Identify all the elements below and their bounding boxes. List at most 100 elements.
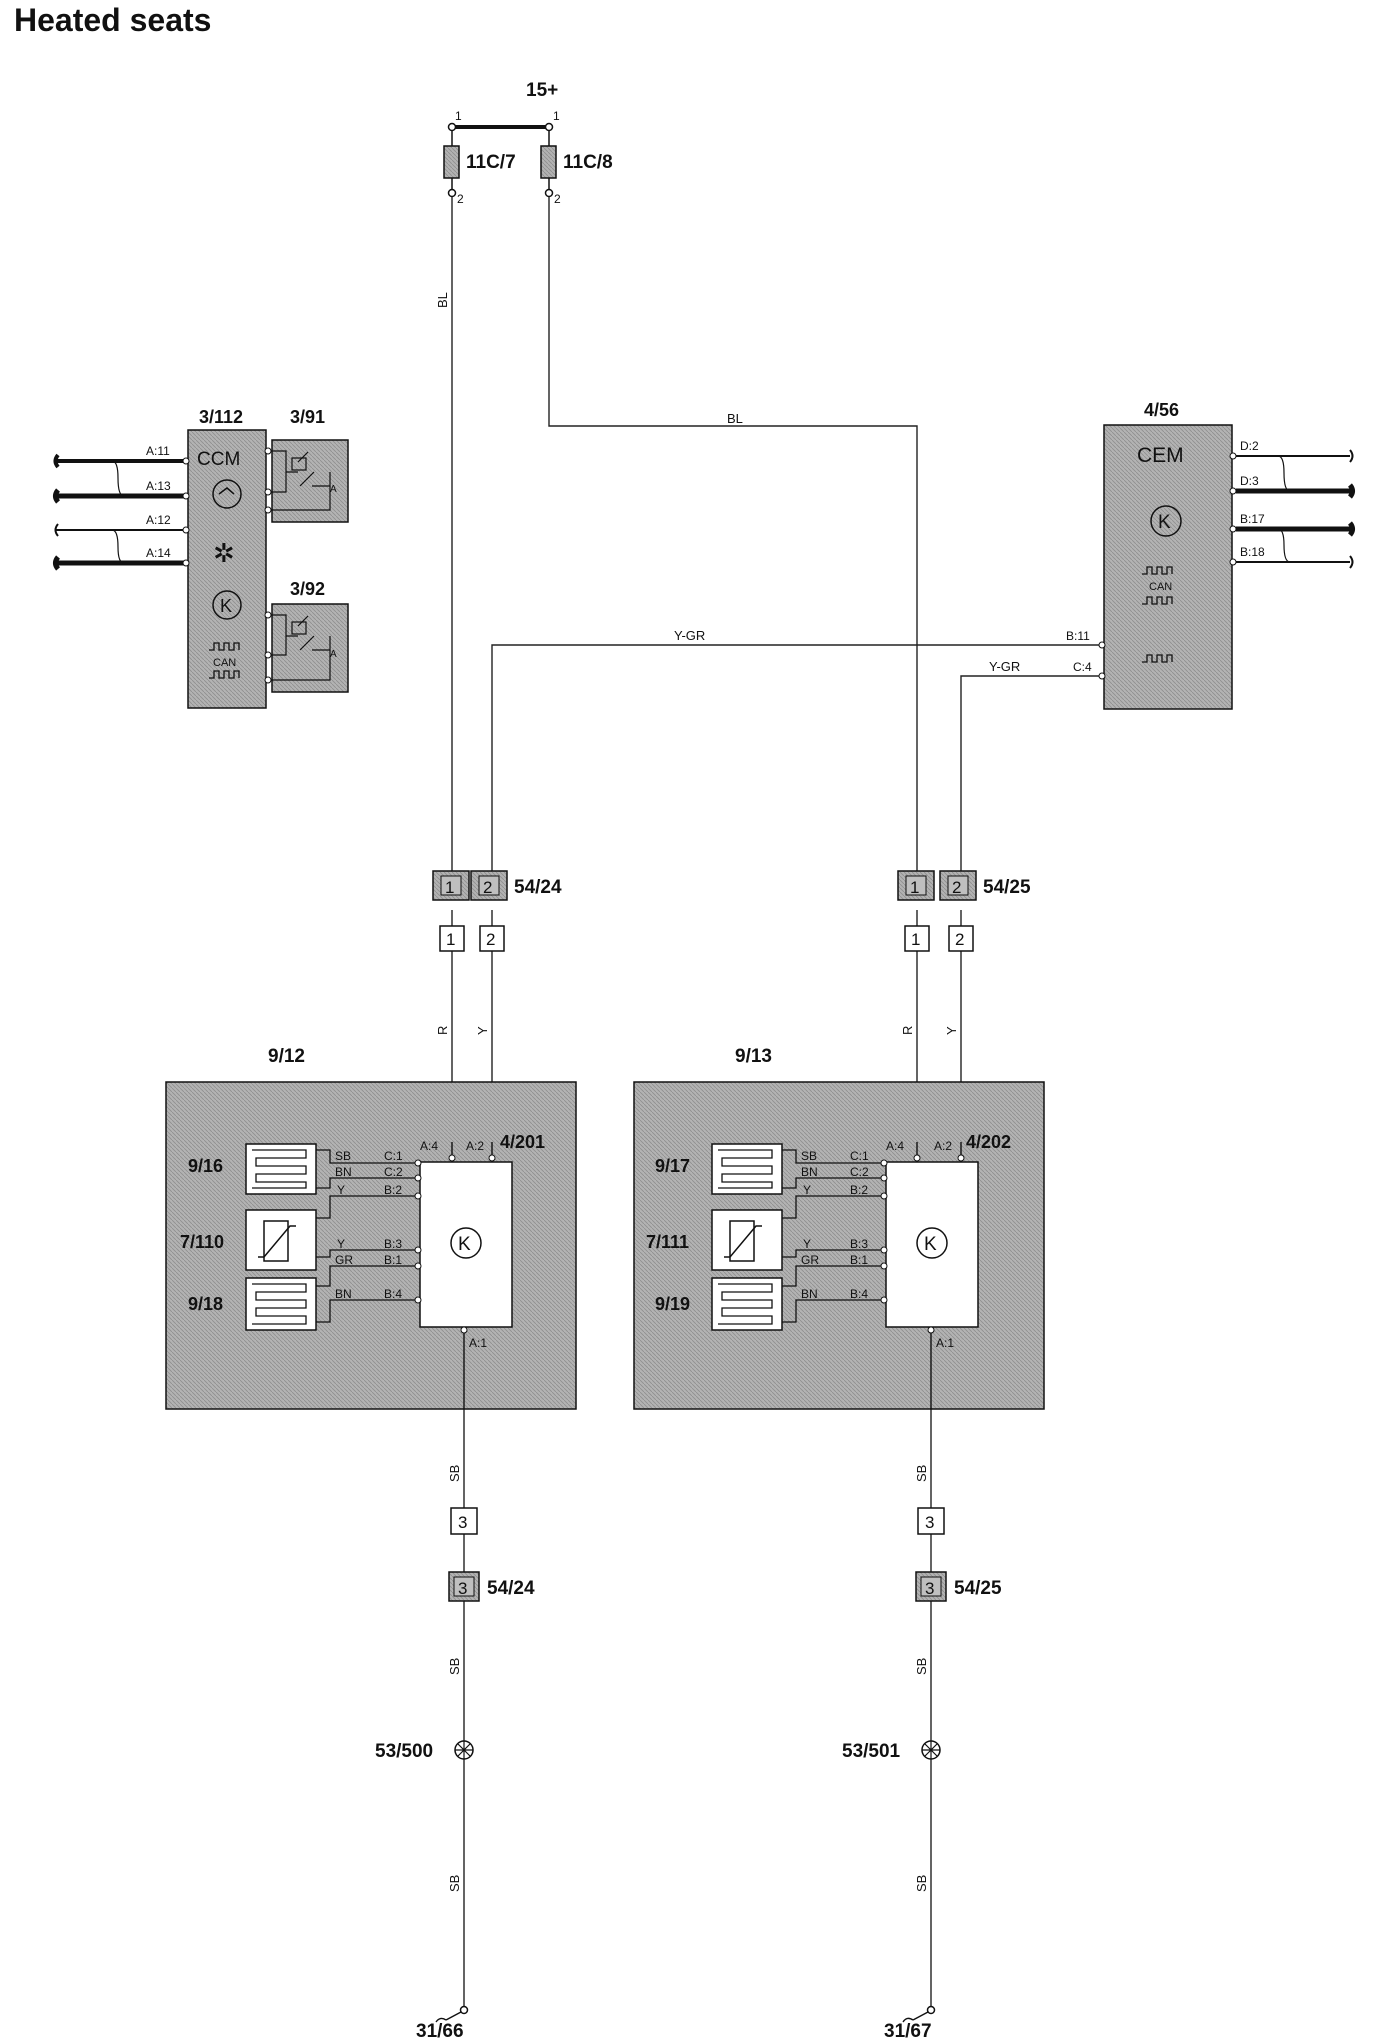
- seat-left-pin-a2: A:2: [466, 1139, 484, 1153]
- can-bus-icon: [1142, 566, 1173, 663]
- ccm-id: 3/112: [199, 407, 243, 427]
- wire-label-sb-left-3: SB: [447, 1875, 462, 1892]
- seat-right-wire-b3: [782, 1249, 884, 1258]
- seat-right-wire-b4: [782, 1299, 884, 1323]
- seat-left-wire-label-sb: SB: [335, 1149, 351, 1163]
- fuse-left-pin2-dot: [447, 188, 457, 198]
- wire-label-r-right: R: [900, 1026, 915, 1035]
- ground-point-left: 31/66: [416, 2005, 469, 2040]
- connector-54-24-mate2: 2: [486, 930, 495, 949]
- svg-text:K: K: [458, 1234, 471, 1255]
- cem-can-label: CAN: [1149, 581, 1172, 593]
- seat-right-internal-dot-b2: [880, 1192, 888, 1200]
- cem-pin-d2: D:2: [1240, 439, 1259, 453]
- seat-left-wire-b1: [316, 1265, 418, 1287]
- fuse-right-icon: [540, 145, 557, 179]
- wire-label-ygr-left: Y-GR: [674, 628, 705, 643]
- seat-left-pin-a4: A:4: [420, 1139, 438, 1153]
- seat-left-wire-label-y-top: Y: [337, 1183, 345, 1197]
- connector-54-25-mate2: 2: [955, 930, 964, 949]
- seat-right-wire-label-bn-top: BN: [801, 1165, 818, 1179]
- seat-right-internal-dot-b1: [880, 1262, 888, 1270]
- cem-name: CEM: [1137, 444, 1184, 467]
- cem-pin-c4: C:4: [1073, 660, 1092, 674]
- seat-right-sensor-id: 7/111: [646, 1232, 689, 1252]
- cem-line-d2: [1236, 449, 1354, 463]
- ground-left-connector-label: 54/24: [487, 1578, 535, 1599]
- cem-pin-b17: B:17: [1240, 512, 1265, 526]
- cem-pin-b18: B:18: [1240, 545, 1265, 559]
- relay-k-icon: K: [916, 1227, 948, 1259]
- ccm-line-a14: [53, 555, 184, 571]
- seat-right-heater-cushion-element: [718, 1283, 773, 1325]
- seat-left: 9/12 4/201 K A:4 A:2 9/16 7/110 9/18: [165, 1046, 577, 1410]
- seat-right-power-dot-y: [957, 1154, 965, 1162]
- ccm-can-label: CAN: [213, 657, 236, 669]
- ccm-pin-a11: A:11: [146, 444, 170, 458]
- ccm-pin-dot-1: [182, 457, 190, 465]
- seat-right-internal-wires: [782, 1149, 884, 1323]
- seat-left-internal-dot-b4: [414, 1296, 422, 1304]
- connector-54-24-pin1: 1: [445, 878, 454, 897]
- relay-3-91-pin-dot-1: [264, 447, 272, 455]
- seat-left-heater-back-id: 9/16: [188, 1156, 223, 1176]
- cem-module: 4/56 CEM K CAN D:2 D:3 B:17 B:18: [1066, 400, 1355, 710]
- relay-3-91-id: 3/91: [290, 407, 325, 427]
- heater-pad-icon: [245, 1277, 317, 1331]
- ground-right-terminal: [926, 2005, 936, 2015]
- seat-right-internal-dot-b3: [880, 1246, 888, 1254]
- seat-left-power-dot-r: [448, 1154, 456, 1162]
- ground-point-right: 31/67: [884, 2005, 936, 2040]
- seat-left-wire-label-bn-top: BN: [335, 1165, 352, 1179]
- supply-pin-right: [544, 122, 554, 132]
- relay-3-92-id: 3/92: [290, 579, 325, 599]
- seat-right-wire-label-sb: SB: [801, 1149, 817, 1163]
- seat-right-power-dot-r: [913, 1154, 921, 1162]
- ground-connector-left: 3 3 54/24: [448, 1507, 535, 1602]
- fuse-left-label: 11C/7: [466, 152, 516, 173]
- seat-left-wire-c1: [316, 1149, 418, 1164]
- seat-left-pin-a1: A:1: [469, 1336, 487, 1350]
- seat-right-pin-a2: A:2: [934, 1139, 952, 1153]
- wire-ygr-left: [491, 644, 1101, 886]
- wire-label-bl-right: BL: [727, 411, 743, 426]
- seat-right-wire-label-bn-bottom: BN: [801, 1287, 818, 1301]
- splice-icon: [454, 1740, 474, 1760]
- seat-right-module-id: 4/202: [966, 1132, 1011, 1152]
- ccm-signal-lines: [53, 453, 184, 571]
- seat-left-heater-cushion-id: 9/18: [188, 1294, 223, 1314]
- ccm-twist-1: [111, 460, 125, 497]
- ground-connector-right: 3 3 54/25: [915, 1507, 1002, 1602]
- seat-right-wire-c2: [782, 1177, 884, 1189]
- cem-pin-dot-b18: [1229, 558, 1237, 566]
- seat-right-thermistor-slash: [724, 1225, 762, 1258]
- seat-right-internal-dot-c2: [880, 1174, 888, 1182]
- connector-54-25-mate2-body: [948, 925, 974, 952]
- connector-54-25: 1 2 54/25 1 2: [897, 870, 1031, 952]
- fuse-left-icon: [443, 145, 460, 179]
- splice-right-label: 53/501: [842, 1741, 901, 1762]
- seat-left-internal-wires: [316, 1149, 418, 1323]
- seat-right-ground-dot-a1: [927, 1326, 935, 1334]
- supply-label: 15+: [526, 80, 558, 101]
- connector-54-24-label: 54/24: [514, 877, 562, 898]
- relay-3-91: [271, 439, 349, 523]
- can-bus-icon: [209, 642, 240, 679]
- seat-right-heater-cushion-id: 9/19: [655, 1294, 690, 1314]
- seat-left-module-id: 4/201: [500, 1132, 545, 1152]
- seat-left-pin-b1: B:1: [384, 1253, 402, 1267]
- wire-label-y-left: Y: [475, 1026, 490, 1035]
- seat-right-wire-b1: [782, 1265, 884, 1287]
- wire-label-y-right: Y: [944, 1026, 959, 1035]
- relay-3-91-pin-dot-3: [264, 506, 272, 514]
- ccm-pin-a12: A:12: [146, 513, 171, 527]
- svg-text:K: K: [924, 1234, 937, 1255]
- clock-icon: [212, 479, 242, 509]
- seat-right-pin-c1: C:1: [850, 1149, 869, 1163]
- seat-right-pin-c2: C:2: [850, 1165, 869, 1179]
- seat-left-pin-b2: B:2: [384, 1183, 402, 1197]
- heater-pad-icon: [245, 1143, 317, 1195]
- ccm-name: CCM: [197, 449, 240, 470]
- wire-label-sb-right-3: SB: [914, 1875, 929, 1892]
